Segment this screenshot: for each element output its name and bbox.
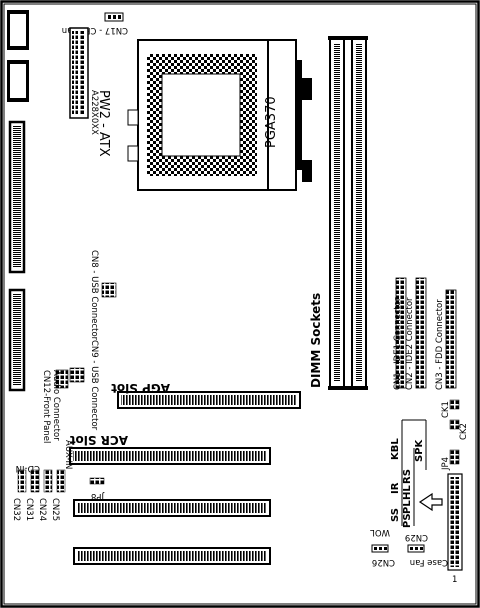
pin1-label: 1 [452, 575, 457, 585]
jp4-label: JP4 [441, 457, 451, 471]
case-fan-label: Case Fan [410, 557, 448, 567]
aux-in-label: AUX-IN [63, 440, 73, 469]
fdd-label: CN3 - FDD Connector [435, 299, 445, 390]
ide2-connector [415, 277, 427, 389]
atx-power-connector [69, 27, 89, 119]
pci-slot-1 [73, 499, 271, 517]
ir-label: IR [390, 482, 401, 494]
kbl-label: KBL [390, 438, 401, 460]
ide2-label: CN2 - IDE2 Connector [405, 297, 415, 390]
cn25-label: CN25 [50, 498, 60, 521]
pci-slot-2 [73, 547, 271, 565]
ck-jumpers [449, 399, 460, 430]
cn32-label: CN32 [11, 498, 21, 521]
agp-slot-label: AGP Slot [111, 381, 170, 395]
acr-slot-label: ACR Slot [69, 433, 128, 447]
ide1-connector [395, 277, 407, 389]
ck2-label: CK2 [459, 423, 469, 440]
rs-label: RS [402, 469, 413, 484]
atx-power-label: PW2 - ATX [96, 90, 111, 157]
cd-in-label: CD-IN [16, 463, 40, 473]
cpu-fan-label: CN17 - CPU Fan [62, 25, 128, 35]
pl-label: PL [402, 500, 413, 514]
atx-code-label: A228X0XX [89, 90, 99, 135]
pga370-label: PGA370 [264, 96, 279, 148]
cpu-fan-connector [104, 12, 124, 22]
cn29-label: CN29 [405, 532, 428, 542]
cn26-wol-connector [371, 544, 389, 553]
wol-label: WOL [370, 527, 390, 537]
cn24-label: CN24 [37, 498, 47, 521]
dimm-sockets [328, 36, 368, 390]
ide1-label: CN1 - IDE1 Connector [393, 297, 403, 390]
ck1-label: CK1 [441, 401, 451, 418]
pga370-socket [127, 39, 312, 191]
front-panel-bracket [401, 419, 427, 526]
ps-label: PS [402, 513, 413, 528]
ss-label: SS [390, 508, 401, 522]
cn12-front-panel-label: CN12-Front Panel [41, 370, 51, 443]
cn12-audio-connector [55, 369, 69, 389]
agp-slot [117, 391, 301, 409]
jp8-jumper [89, 477, 105, 485]
hl-label: HL [402, 485, 413, 500]
cn29-connector [407, 544, 425, 553]
dimm-sockets-label: DIMM Sockets [309, 293, 323, 388]
inner-border [3, 3, 477, 605]
acr-slot [69, 447, 271, 465]
spk-label: SPK [414, 438, 425, 462]
audio-input-connectors [17, 469, 66, 493]
front-panel-header [447, 473, 463, 571]
cn26-label: CN26 [372, 557, 395, 567]
jp8-label: JP8 [91, 491, 105, 501]
cn12-audio-label: Audio Connector [51, 370, 61, 441]
jp4-jumper [449, 449, 460, 465]
cn31-label: CN31 [24, 498, 34, 521]
cn8-usb-connector [101, 282, 117, 298]
cn9-usb-label: CN9 - USB Connector [89, 340, 99, 431]
cn8-usb-label: CN8 - USB Connector [89, 250, 99, 341]
cn9-usb-connector [69, 367, 85, 383]
arrow-icon [418, 492, 443, 512]
rear-io-ports [7, 10, 29, 392]
fdd-connector [445, 289, 457, 389]
